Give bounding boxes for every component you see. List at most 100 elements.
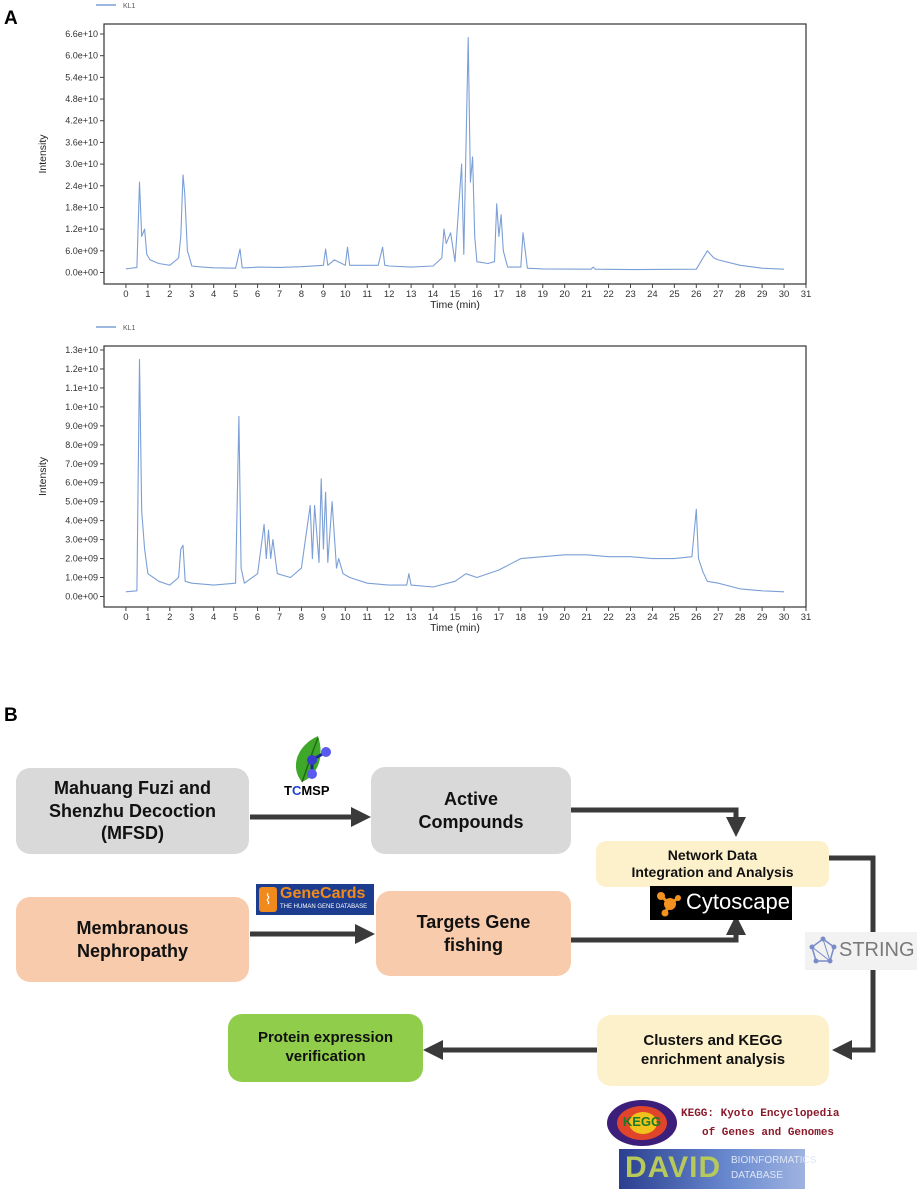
kegg-badge-icon: KEGG xyxy=(607,1100,677,1146)
tcmsp-logo: TCMSP xyxy=(282,732,350,802)
mfsd-box: Mahuang Fuzi and Shenzhu Decoction (MFSD… xyxy=(16,768,249,854)
x-tick-label: 19 xyxy=(537,289,548,300)
genecards-logo: ⌇ GeneCards THE HUMAN GENE DATABASE xyxy=(256,884,374,915)
x-tick-label: 16 xyxy=(472,612,483,623)
y-tick-label: 3.6e+10 xyxy=(65,137,98,147)
mfsd-line-3: (MFSD) xyxy=(101,823,164,844)
cytoscape-network-icon xyxy=(657,892,681,917)
x-tick-label: 16 xyxy=(472,289,483,300)
x-tick-label: 7 xyxy=(277,289,282,300)
x-tick-label: 31 xyxy=(801,612,812,623)
x-tick-label: 11 xyxy=(362,612,372,623)
x-tick-label: 22 xyxy=(603,289,614,300)
legend-label: KL1 xyxy=(123,325,136,332)
x-tick-label: 17 xyxy=(494,612,505,623)
mfsd-line-1: Mahuang Fuzi and xyxy=(53,778,211,799)
david-bio-text: BIOINFORMATICS xyxy=(731,1155,817,1166)
targets-line-1: Targets Gene xyxy=(416,912,531,932)
x-tick-label: 21 xyxy=(581,289,592,300)
membranous-nephropathy-box: Membranous Nephropathy xyxy=(16,897,249,982)
y-tick-label: 1.2e+10 xyxy=(65,364,98,374)
x-tick-label: 30 xyxy=(779,612,790,623)
string-network-icon xyxy=(809,936,837,964)
cytoscape-logo: Cytoscape xyxy=(650,886,792,920)
x-tick-label: 9 xyxy=(321,612,326,623)
genecards-title: GeneCards xyxy=(280,885,366,902)
kegg-title-line-2: of Genes and Genomes xyxy=(702,1127,835,1139)
x-tick-label: 24 xyxy=(647,612,658,623)
x-tick-label: 8 xyxy=(299,612,304,623)
y-tick-label: 0.0e+00 xyxy=(65,268,98,278)
x-tick-label: 28 xyxy=(735,612,746,623)
y-tick-label: 5.0e+09 xyxy=(65,497,98,507)
y-tick-label: 1.0e+09 xyxy=(65,573,98,583)
y-tick-label: 6.6e+10 xyxy=(65,29,98,39)
tcmsp-leaf-icon xyxy=(295,736,331,783)
x-tick-label: 27 xyxy=(713,612,724,623)
genecards-subtitle: THE HUMAN GENE DATABASE xyxy=(280,904,368,910)
x-tick-label: 0 xyxy=(123,612,128,623)
active-line-1: Active xyxy=(443,789,499,809)
x-tick-label: 18 xyxy=(516,612,527,623)
x-tick-label: 26 xyxy=(691,289,702,300)
y-tick-label: 6.0e+10 xyxy=(65,51,98,61)
kegg-badge-text: KEGG xyxy=(622,1114,662,1129)
y-tick-label: 1.1e+10 xyxy=(65,383,98,393)
x-tick-label: 29 xyxy=(757,289,768,300)
arrow-active-to-network xyxy=(571,807,746,837)
x-tick-label: 20 xyxy=(559,289,570,300)
x-tick-label: 3 xyxy=(189,612,194,623)
x-tick-label: 15 xyxy=(450,612,461,623)
mn-line-2: Nephropathy xyxy=(76,940,188,961)
x-tick-label: 6 xyxy=(255,612,260,623)
arrow-targets-to-network xyxy=(571,915,746,943)
x-tick-label: 0 xyxy=(123,289,128,300)
x-tick-label: 20 xyxy=(559,612,570,623)
x-tick-label: 23 xyxy=(625,612,636,623)
x-tick-label: 12 xyxy=(384,612,395,623)
cytoscape-text: Cytoscape xyxy=(686,889,790,914)
x-tick-label: 1 xyxy=(145,289,150,300)
series-line-kl1 xyxy=(125,37,785,271)
y-axis-label: Intensity xyxy=(37,134,49,174)
protein-line-1: Protein expression xyxy=(257,1029,394,1047)
x-tick-label: 14 xyxy=(428,289,439,300)
x-tick-label: 18 xyxy=(516,289,527,300)
targets-line-2: fishing xyxy=(444,934,503,955)
x-axis-label: Time (min) xyxy=(430,622,480,634)
y-tick-label: 1.2e+10 xyxy=(65,224,98,234)
x-tick-label: 3 xyxy=(189,289,194,300)
active-compounds-box: Active Compounds xyxy=(371,767,571,854)
active-line-2: Compounds xyxy=(418,811,524,832)
kegg-logo: KEGG KEGG: Kyoto Encyclopedia of Genes a… xyxy=(607,1100,843,1146)
tcmsp-rest: MSP xyxy=(301,783,330,798)
plot-frame xyxy=(103,23,807,285)
string-logo: STRING xyxy=(805,932,917,970)
x-tick-label: 26 xyxy=(691,612,702,623)
x-tick-label: 5 xyxy=(233,612,238,623)
x-tick-label: 19 xyxy=(537,612,548,623)
david-main-text: DAVID xyxy=(625,1151,722,1184)
clusters-line-1: Clusters and KEGG xyxy=(643,1031,783,1049)
x-tick-label: 14 xyxy=(428,612,439,623)
legend-label: KL1 xyxy=(123,3,136,10)
y-tick-label: 3.0e+10 xyxy=(65,159,98,169)
x-tick-label: 2 xyxy=(167,289,172,300)
y-axis-label: Intensity xyxy=(37,456,49,496)
y-tick-label: 4.8e+10 xyxy=(65,94,98,104)
x-tick-label: 13 xyxy=(406,612,417,623)
targets-box: Targets Gene fishing xyxy=(376,891,571,976)
david-logo: DAVID BIOINFORMATICS DATABASE xyxy=(619,1149,816,1189)
string-text: STRING xyxy=(839,939,915,961)
tcmsp-c: C xyxy=(291,783,302,798)
network-line-1: Network Data xyxy=(667,846,758,863)
clusters-line-2: enrichment analysis xyxy=(640,1050,786,1068)
x-tick-label: 31 xyxy=(801,289,812,300)
x-tick-label: 21 xyxy=(581,612,592,623)
network-box: Network Data Integration and Analysis xyxy=(596,841,829,887)
x-tick-label: 7 xyxy=(277,612,282,623)
y-tick-label: 1.0e+10 xyxy=(65,402,98,412)
y-tick-label: 3.0e+09 xyxy=(65,535,98,545)
